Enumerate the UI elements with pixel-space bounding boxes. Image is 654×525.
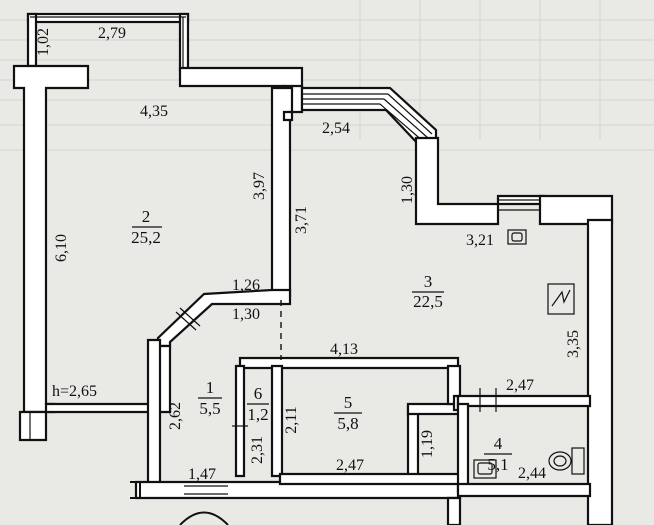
partition-3-4: [456, 388, 592, 412]
dim-1-02: 1,02: [35, 28, 52, 56]
room-3-number: 3: [424, 272, 433, 291]
dim-2-31: 2,31: [249, 436, 266, 464]
room-6-number: 6: [254, 384, 263, 403]
height-label: h=2,65: [52, 383, 97, 400]
dim-2-47-right: 2,47: [506, 377, 534, 394]
dim-1-26: 1,26: [232, 277, 260, 294]
partition-2-3: [270, 86, 294, 298]
dim-3-71: 3,71: [293, 206, 310, 234]
partition-6-5: [270, 364, 284, 478]
dim-1-30-top: 1,30: [399, 176, 416, 204]
dim-2-54: 2,54: [322, 120, 350, 137]
dim-3-21: 3,21: [466, 232, 494, 249]
dim-2-62: 2,62: [167, 402, 184, 430]
partition-1-6: [232, 364, 248, 478]
dim-4-35: 4,35: [140, 103, 168, 120]
dim-1-19: 1,19: [419, 430, 436, 458]
stair-curve: [130, 481, 229, 525]
dim-4-13: 4,13: [330, 341, 358, 358]
dim-2-44: 2,44: [518, 465, 546, 482]
room-3-label: 3 22,5: [412, 272, 444, 311]
partition-4-left: [456, 402, 592, 498]
outer-wall-kitchen-top: [414, 136, 614, 226]
dim-2-11: 2,11: [283, 406, 300, 433]
dim-6-10: 6,10: [53, 234, 70, 262]
room-2-number: 2: [142, 207, 151, 226]
sink-kitchen-icon: [507, 229, 527, 245]
room-6-label: 6 1,2: [247, 384, 269, 424]
dim-2-79: 2,79: [98, 25, 126, 42]
dim-2-47-bottom: 2,47: [336, 457, 364, 474]
room-5-label: 5 5,8: [334, 393, 362, 433]
room-2-label: 2 25,2: [131, 207, 162, 247]
room-3-area: 22,5: [413, 292, 443, 311]
room-2-area: 25,2: [131, 228, 161, 247]
room-5-area: 5,8: [337, 414, 358, 433]
stove-icon: [547, 283, 575, 315]
dim-1-30-mid: 1,30: [232, 306, 260, 323]
room-4-label: 4 5,1: [484, 434, 512, 474]
room-5-number: 5: [344, 393, 353, 412]
dim-1-47: 1,47: [188, 466, 216, 483]
room-1-label: 1 5,5: [198, 378, 222, 418]
partition-5-bottom: [278, 472, 462, 486]
sink-bath-icon: [473, 459, 497, 479]
room-1-number: 1: [206, 378, 215, 397]
dim-3-97: 3,97: [251, 172, 268, 200]
partition-5-4: [406, 364, 462, 480]
balcony-frame: [26, 12, 190, 72]
room-6-area: 1,2: [247, 405, 268, 424]
outer-wall-right: [586, 218, 614, 525]
room-4-area: 5,1: [487, 455, 508, 474]
outer-wall-bottom: [134, 480, 462, 525]
corridor-diagonal-wall: [156, 288, 292, 348]
room-1-area: 5,5: [199, 399, 220, 418]
toilet-icon: [548, 447, 585, 475]
dim-3-35: 3,35: [565, 330, 582, 358]
wall-room1-left: [146, 338, 162, 492]
room-4-number: 4: [494, 434, 503, 453]
